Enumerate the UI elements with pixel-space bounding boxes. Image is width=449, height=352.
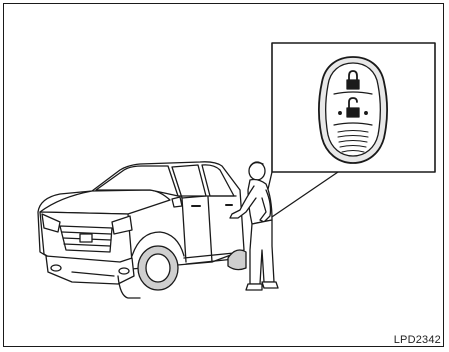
- callout-pointer: [262, 172, 338, 221]
- figure-code-label: LPD2342: [394, 334, 441, 346]
- person-legs: [250, 220, 274, 284]
- grille: [60, 226, 112, 252]
- front-wheel: [138, 246, 178, 290]
- intelligent-key: [319, 57, 387, 163]
- pickup-truck: [38, 162, 246, 298]
- side-mirror: [172, 197, 182, 207]
